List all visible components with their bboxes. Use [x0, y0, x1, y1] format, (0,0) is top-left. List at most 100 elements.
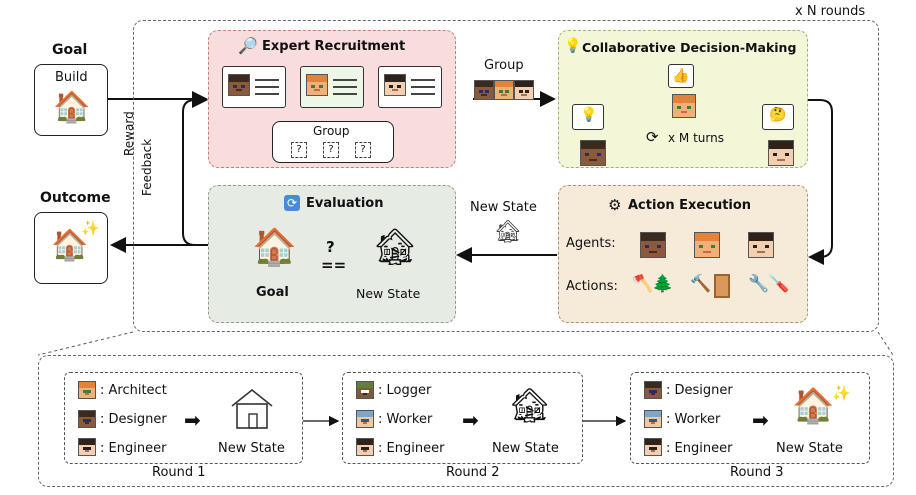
- engineer-avatar: [748, 232, 774, 258]
- round-role: : Architect: [100, 383, 167, 398]
- outcome-card: 🏠 ✨: [34, 212, 108, 284]
- actions-label: Actions:: [566, 279, 618, 294]
- round-role: : Worker: [666, 412, 721, 427]
- lightbulb-icon-bubble: 💡: [572, 104, 604, 130]
- round-box: [342, 372, 583, 464]
- house-icon: 🏠: [53, 90, 91, 125]
- thumbs-up-icon: 👍: [668, 64, 694, 88]
- goal-card-label: Build: [55, 70, 88, 85]
- rounds-frame: [133, 20, 879, 332]
- rounds-strip: [38, 355, 894, 487]
- sparkles-icon: ✨: [832, 384, 851, 402]
- designer-avatar: [640, 232, 666, 258]
- eval-equals: ==: [321, 256, 347, 274]
- logger-avatar: [356, 381, 374, 399]
- architect-avatar: [494, 80, 514, 100]
- designer-avatar: [474, 80, 494, 100]
- designer-avatar: [228, 74, 250, 96]
- engineer-avatar: [644, 438, 662, 456]
- evaluation-title: Evaluation: [306, 196, 384, 211]
- engineer-avatar: [514, 80, 534, 100]
- engineer-avatar: [384, 74, 406, 96]
- round-box: [64, 372, 303, 464]
- architect-avatar: [78, 381, 96, 399]
- goal-card: Build 🏠: [34, 64, 108, 136]
- decision-title: Collaborative Decision-Making: [582, 40, 797, 55]
- arrow-right-icon: ➡: [462, 408, 479, 432]
- eval-state-label: New State: [356, 286, 421, 301]
- group-slot: ?: [355, 142, 371, 158]
- round-result-label: New State: [218, 441, 285, 456]
- expert-card-architect: [300, 66, 364, 108]
- goal-title: Goal: [52, 42, 88, 58]
- turns-label: x M turns: [668, 131, 724, 145]
- tree-icon: 🌲: [652, 274, 674, 294]
- house-icon: 🏚: [494, 220, 522, 245]
- refresh-icon: ⟳: [284, 195, 300, 211]
- eval-question: ?: [326, 238, 335, 256]
- worker-avatar: [644, 410, 662, 428]
- engineer-avatar: [356, 438, 374, 456]
- designer-avatar: [78, 410, 96, 428]
- round-role: : Engineer: [666, 441, 733, 456]
- house-icon: 🏠: [792, 386, 835, 426]
- wrench-icon: 🔧: [748, 274, 770, 294]
- feedback-label: Feedback: [140, 138, 154, 196]
- house-icon: 🏠: [252, 227, 297, 268]
- group-label: Group: [313, 124, 350, 138]
- architect-avatar: [306, 74, 328, 96]
- thinking-icon: 🤔: [769, 107, 787, 123]
- group-slot: ?: [323, 142, 339, 158]
- house-outline-icon: [231, 388, 273, 429]
- round-role: : Engineer: [378, 441, 445, 456]
- house-icon: 🏚: [372, 227, 418, 268]
- architect-avatar: [672, 94, 696, 118]
- agents-label: Agents:: [566, 236, 616, 251]
- recruitment-title: Expert Recruitment: [262, 39, 406, 54]
- arrow-right-icon: ➡: [184, 408, 201, 432]
- architect-avatar: [694, 232, 720, 258]
- gear-icon: ⚙: [608, 196, 622, 214]
- round-title: Round 1: [152, 465, 206, 480]
- door-icon: [714, 274, 730, 298]
- eval-goal-label: Goal: [256, 285, 289, 300]
- round-role: : Logger: [378, 383, 432, 398]
- thinking-icon-bubble: 🤔: [762, 104, 794, 130]
- expert-card-engineer: [378, 66, 442, 108]
- engineer-avatar: [768, 140, 794, 166]
- designer-avatar: [580, 140, 606, 166]
- rounds-label: x N rounds: [795, 4, 866, 19]
- execution-title: Action Execution: [628, 198, 752, 213]
- round-role: : Designer: [666, 383, 733, 398]
- reward-label: Reward: [122, 111, 136, 156]
- worker-avatar: [356, 410, 374, 428]
- hammer-icon: 🔨: [690, 274, 712, 294]
- round-title: Round 3: [730, 465, 784, 480]
- round-role: : Designer: [100, 412, 167, 427]
- magnifier-icon: 🔎: [238, 36, 258, 55]
- designer-avatar: [644, 381, 662, 399]
- sparkles-icon: ✨: [81, 219, 100, 237]
- round-result-label: New State: [776, 441, 843, 456]
- group-arrow-label: Group: [484, 58, 524, 73]
- outcome-title: Outcome: [40, 190, 111, 206]
- group-box: Group ? ? ?: [272, 121, 394, 163]
- lightbulb-icon: 💡: [580, 107, 598, 123]
- engineer-avatar: [78, 438, 96, 456]
- evaluation-panel: [208, 185, 456, 323]
- round-result-label: New State: [492, 441, 559, 456]
- new-state-arrow-label: New State: [470, 200, 537, 215]
- round-box: [630, 372, 870, 464]
- house-icon: 🏚: [508, 386, 552, 426]
- group-slot: ?: [291, 142, 307, 158]
- round-role: : Engineer: [100, 441, 167, 456]
- arrow-right-icon: ➡: [752, 408, 769, 432]
- expert-card-designer: [222, 66, 286, 108]
- round-title: Round 2: [446, 465, 500, 480]
- screwdriver-icon: 🪛: [768, 274, 790, 294]
- house-icon: 🏠: [51, 228, 89, 263]
- round-role: : Worker: [378, 412, 433, 427]
- cycle-icon: ⟳: [646, 128, 659, 146]
- lightbulb-icon: 💡: [564, 38, 582, 54]
- axe-icon: 🪓: [632, 274, 654, 294]
